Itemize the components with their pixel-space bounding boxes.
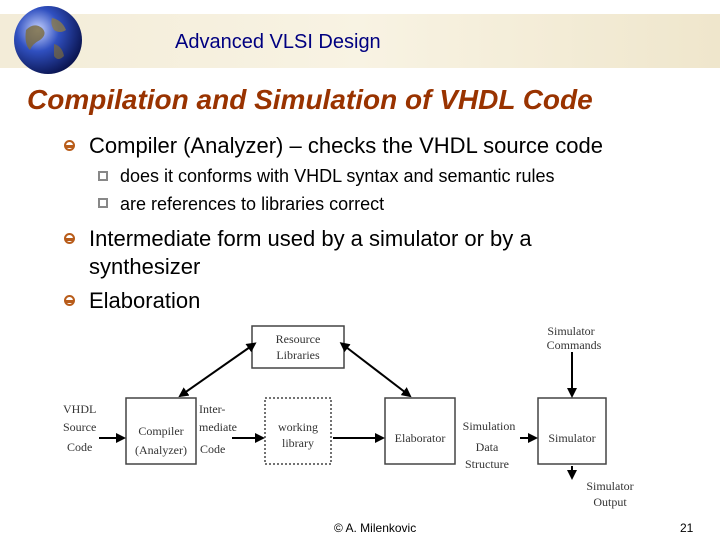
arrow-libraries-compiler [178,342,257,398]
intermediate-code-label: Inter- [199,402,225,416]
elaborator-box [384,397,456,465]
bullet-intermediate-line1: Intermediate form used by a simulator or… [89,226,532,251]
bullet-icon [64,140,75,151]
course-title: Advanced VLSI Design [175,31,381,53]
simulator-box [537,397,607,465]
intermediate-code-label: Code [200,442,225,456]
footer-credit: © A. Milenkovic [334,521,417,535]
bullet-icon [64,233,75,244]
resource-libraries-label: Resource [276,332,321,346]
simulator-output-label: Output [593,495,627,509]
working-library-label: working [278,420,318,434]
arrow-libraries-elaborator [339,342,412,398]
simulator-commands-label: Commands [547,338,602,352]
simulation-data-structure-label: Structure [465,457,509,471]
subbullet-libraries: are references to libraries correct [120,194,385,214]
sub-bullet-icon [98,198,108,208]
resource-libraries-box [251,325,345,369]
page-number: 21 [680,521,694,535]
elaborator-label: Elaborator [395,431,446,445]
sub-bullet-icon [98,171,108,181]
bullet-icon [64,295,75,306]
globe-logo-icon [14,6,82,74]
header-band [0,14,720,68]
working-library-label: library [282,436,314,450]
simulation-data-structure-label: Data [476,440,499,454]
vhdl-source-label: VHDL [63,402,96,416]
simulator-commands-label: Simulator [547,324,594,338]
intermediate-code-label: mediate [199,420,237,434]
compilation-flow-diagram: Resource Libraries Simulator Commands VH… [63,324,634,509]
bullet-intermediate-line2: synthesizer [89,254,201,279]
simulation-data-structure-label: Simulation [463,419,516,433]
working-library-box [264,397,332,465]
compiler-label: (Analyzer) [135,443,187,457]
simulator-label: Simulator [548,431,595,445]
resource-libraries-label: Libraries [276,348,320,362]
vhdl-source-label: Source [63,420,96,434]
simulator-output-label: Simulator [586,479,633,493]
compiler-label: Compiler [138,424,183,438]
bullet-elaboration: Elaboration [89,288,201,313]
vhdl-source-label: Code [67,440,92,454]
bullet-compiler: Compiler (Analyzer) – checks the VHDL so… [89,133,603,158]
subbullet-syntax: does it conforms with VHDL syntax and se… [120,166,555,186]
compiler-box [125,397,197,465]
slide-title: Compilation and Simulation of VHDL Code [27,84,593,115]
